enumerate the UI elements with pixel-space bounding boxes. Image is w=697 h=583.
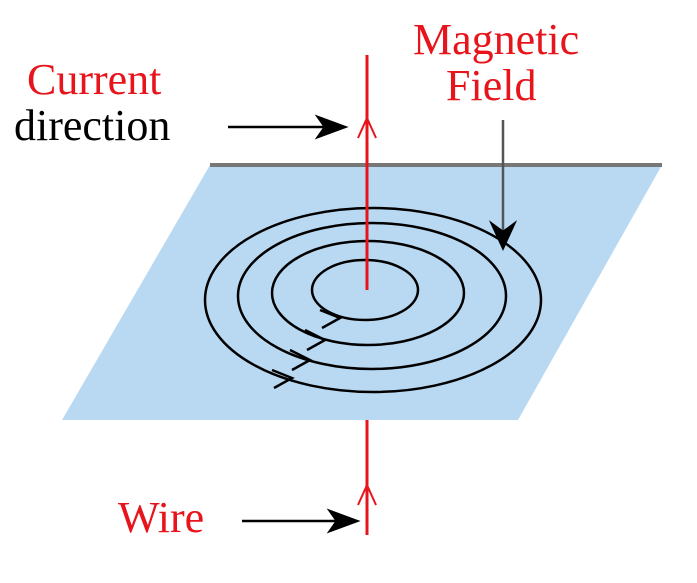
current-arrow-icon (357, 482, 377, 506)
label-field: Field (446, 61, 537, 110)
pointer-arrows (228, 114, 518, 534)
arrow-icon (314, 114, 349, 140)
arrow-icon (326, 508, 361, 534)
arrow-icon (488, 220, 518, 252)
field-lines (203, 206, 543, 394)
field-line-4 (203, 206, 543, 394)
label-direction: direction (14, 101, 171, 150)
current-arrow-icon (357, 115, 377, 139)
label-wire: Wire (118, 493, 205, 542)
field-arrow-2 (304, 328, 328, 352)
field-arrow-4 (271, 368, 295, 390)
field-arrowheads (271, 308, 343, 390)
field-arrow-1 (319, 308, 343, 330)
field-line-3 (236, 221, 508, 371)
label-current: Current (27, 55, 162, 104)
field-line-1 (310, 258, 420, 322)
plane (62, 165, 662, 420)
field-arrow-3 (289, 348, 313, 372)
label-magnetic: Magnetic (413, 15, 580, 64)
